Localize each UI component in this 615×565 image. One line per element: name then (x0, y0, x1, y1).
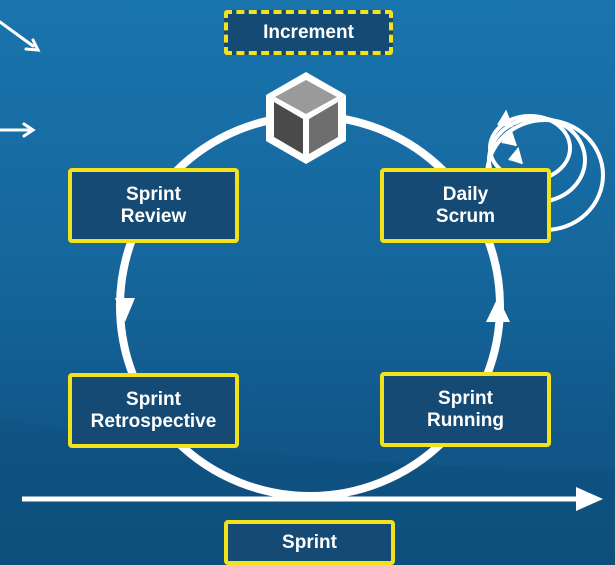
daily-scrum-box: Daily Scrum (380, 168, 551, 243)
daily-scrum-line1: Daily (442, 183, 489, 205)
cycle-arrow-up (486, 297, 510, 322)
cube-icon (266, 72, 346, 164)
daily-scrum-line2: Scrum (435, 205, 496, 227)
sprint-review-line2: Review (120, 205, 187, 227)
loop-icon (485, 109, 605, 232)
sprint-label: Sprint (282, 531, 337, 553)
sprint-review-line1: Sprint (126, 183, 181, 205)
sprint-running-line1: Sprint (438, 387, 493, 409)
sprint-retrospective-line2: Retrospective (90, 410, 217, 432)
cycle-arrow-down (115, 298, 135, 322)
arrow-head-upper (24, 38, 41, 52)
timeline-arrow (22, 487, 603, 511)
sprint-running-line2: Running (426, 409, 505, 431)
sprint-box: Sprint (224, 520, 395, 565)
increment-label: Increment (263, 21, 354, 43)
sprint-running-box: Sprint Running (380, 372, 551, 447)
sprint-review-box: Sprint Review (68, 168, 239, 243)
sprint-retrospective-box: Sprint Retrospective (68, 373, 239, 448)
arrow-head-lower (22, 122, 36, 138)
left-arrows (0, 20, 41, 138)
increment-box: Increment (224, 10, 393, 55)
arrow-line-upper (0, 20, 35, 48)
sprint-retrospective-line1: Sprint (126, 388, 181, 410)
